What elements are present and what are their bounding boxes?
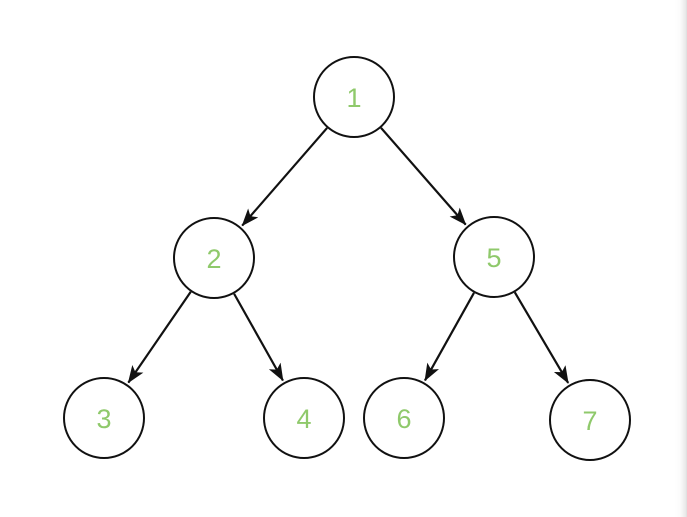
node-label-6: 6 <box>396 404 411 434</box>
tree-node-6[interactable]: 6 <box>363 377 445 459</box>
tree-edge-5-to-7 <box>513 291 570 384</box>
node-label-3: 3 <box>96 404 111 434</box>
node-circle-3 <box>63 377 145 459</box>
tree-node-2[interactable]: 2 <box>173 217 255 299</box>
tree-node-7[interactable]: 7 <box>549 379 631 461</box>
node-label-1: 1 <box>346 83 361 113</box>
tree-edge-2-to-4 <box>233 293 284 382</box>
node-label-4: 4 <box>296 404 311 434</box>
node-circle-1 <box>313 56 395 138</box>
tree-edges <box>127 127 570 384</box>
tree-edge-1-to-5 <box>380 127 467 226</box>
tree-node-1[interactable]: 1 <box>313 56 395 138</box>
node-circle-6 <box>363 377 445 459</box>
node-circle-7 <box>549 379 631 461</box>
tree-node-4[interactable]: 4 <box>263 377 345 459</box>
tree-node-3[interactable]: 3 <box>63 377 145 459</box>
tree-nodes: 1 2 5 3 4 6 7 <box>63 56 631 461</box>
tree-edge-1-to-2 <box>241 127 328 227</box>
tree-edge-2-to-3 <box>127 291 192 384</box>
node-circle-2 <box>173 217 255 299</box>
node-label-2: 2 <box>206 244 221 274</box>
tree-node-5[interactable]: 5 <box>453 216 535 298</box>
node-label-7: 7 <box>582 406 597 436</box>
node-circle-4 <box>263 377 345 459</box>
page-edge-strip <box>675 0 687 517</box>
node-label-5: 5 <box>486 243 501 273</box>
tree-edge-5-to-6 <box>424 292 475 382</box>
node-circle-5 <box>453 216 535 298</box>
